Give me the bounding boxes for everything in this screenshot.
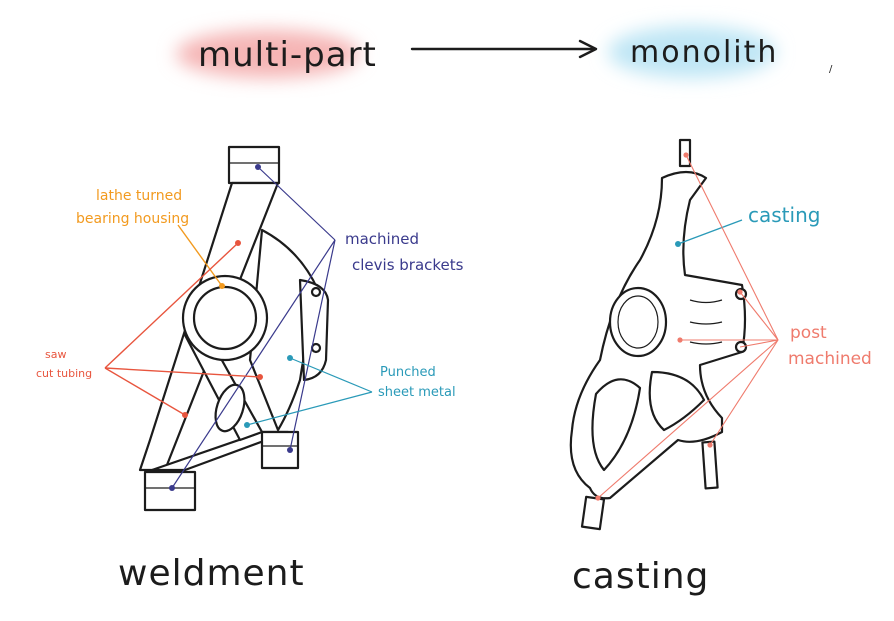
- header-right-text: monolith: [630, 35, 778, 70]
- label-post-line2: machined: [788, 349, 872, 369]
- label-sheet-line1: Punched: [380, 365, 436, 380]
- label-tubing-line2: cut tubing: [36, 367, 92, 380]
- label-clevis-line2: clevis brackets: [352, 256, 464, 274]
- label-bearing-line1: lathe turned: [96, 188, 182, 204]
- label-bearing-line2: bearing housing: [76, 211, 189, 227]
- callout-clevis-brackets: machined clevis brackets: [169, 164, 464, 491]
- stray-mark: /: [829, 64, 833, 75]
- callout-saw-cut-tubing: saw cut tubing: [36, 240, 263, 418]
- label-post-line1: post: [790, 323, 827, 343]
- callout-post-machined: post machined: [595, 152, 872, 501]
- weldment-part: [138, 145, 330, 512]
- casting-part: [569, 138, 748, 531]
- casting-caption: casting: [572, 556, 709, 597]
- header-right-highlight: [608, 26, 776, 78]
- callout-bearing-housing: lathe turned bearing housing: [76, 188, 225, 289]
- label-sheet-line2: sheet metal: [378, 385, 456, 400]
- header-left-text: multi-part: [198, 35, 377, 75]
- callout-casting: casting: [675, 203, 820, 247]
- label-casting: casting: [748, 203, 820, 227]
- weldment-caption: weldment: [118, 553, 305, 594]
- callout-punched-sheet-metal: Punched sheet metal: [244, 355, 456, 428]
- label-tubing-line1: saw: [45, 348, 66, 361]
- header-left-highlight: [176, 30, 360, 78]
- transition-arrow-head: [578, 39, 598, 59]
- label-clevis-line1: machined: [345, 230, 419, 248]
